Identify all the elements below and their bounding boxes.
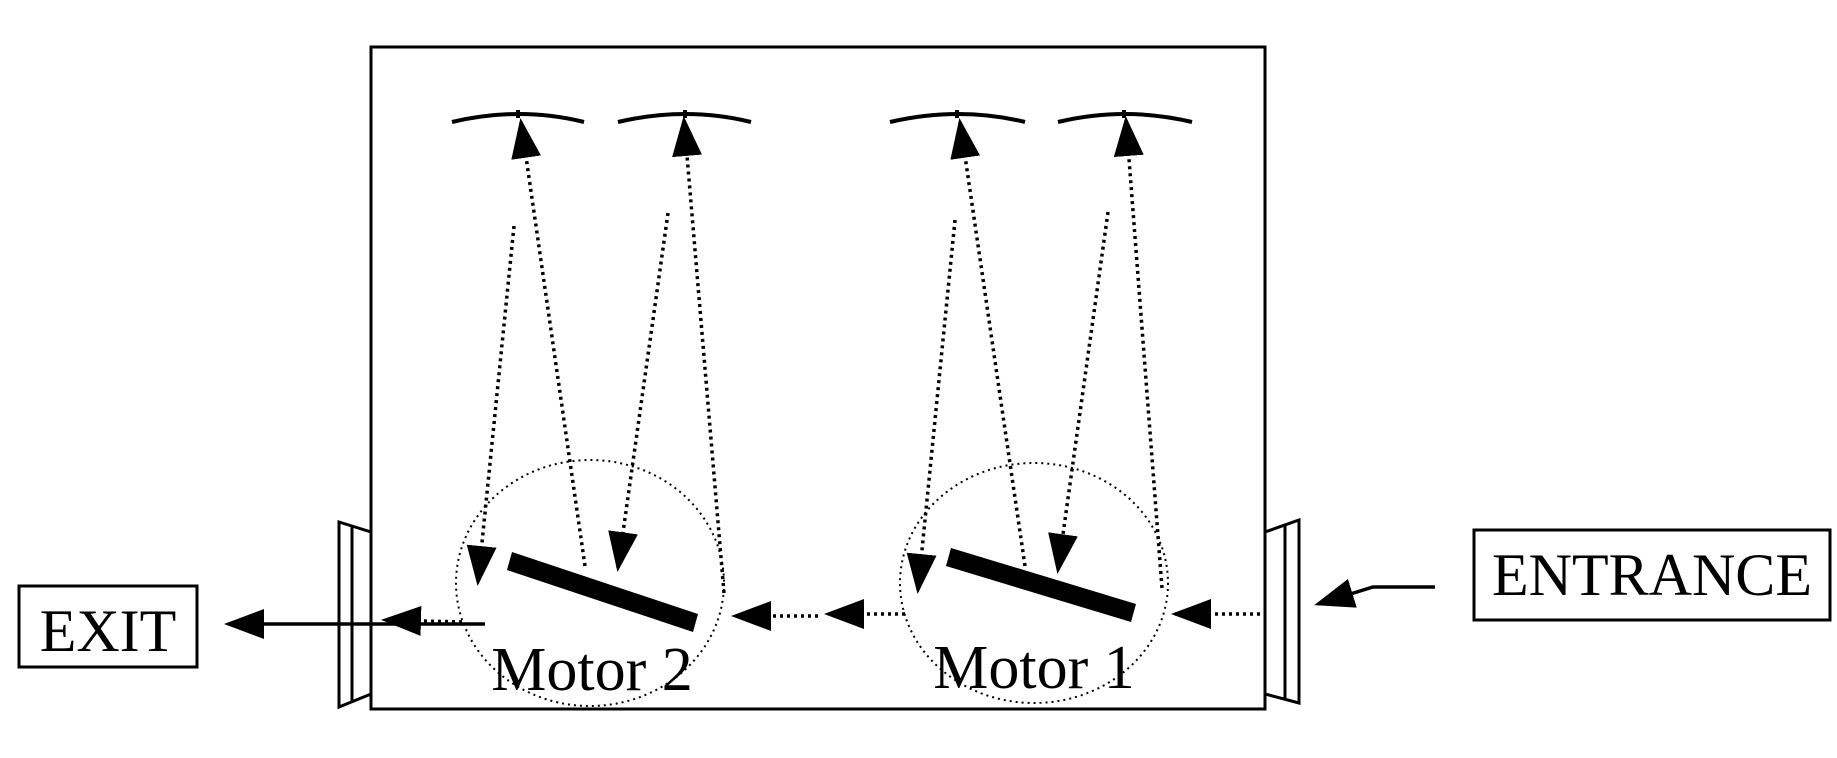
beam-motor1-to-mirror4	[1113, 116, 1164, 589]
chamber-enclosure	[369, 45, 1267, 711]
motor-1-label: Motor 1	[933, 634, 1135, 702]
beam-paths	[381, 116, 1260, 636]
entrance-arrow	[1314, 579, 1435, 608]
exit-port-window	[337, 519, 373, 710]
entrance-label: ENTRANCE	[1492, 542, 1812, 608]
motor-2-label: Motor 2	[491, 636, 693, 704]
entrance-port-window	[1263, 517, 1301, 705]
beam-mirror2-to-motor2	[608, 212, 670, 572]
beam-mirror4-to-motor1	[1048, 211, 1110, 574]
beam-motor2-to-mirror1	[511, 118, 587, 567]
motor-1-mirror	[946, 548, 1136, 622]
beam-motor1-to-mirror3	[950, 118, 1027, 567]
exit-label: EXIT	[40, 598, 177, 664]
beam-motor2-to-mirror2	[672, 116, 726, 594]
solid-arrows	[224, 579, 1435, 639]
motor-2-mirror	[507, 552, 698, 632]
beam-mirror3-to-motor1	[906, 219, 957, 594]
beam-motor2-to-exit	[381, 605, 463, 636]
beam-mirror1-to-motor2	[466, 225, 516, 586]
motor-1-circle	[899, 462, 1169, 704]
concave-mirrors	[451, 110, 1193, 124]
entrance-label-box	[1472, 528, 1832, 622]
exit-label-box	[17, 584, 199, 669]
